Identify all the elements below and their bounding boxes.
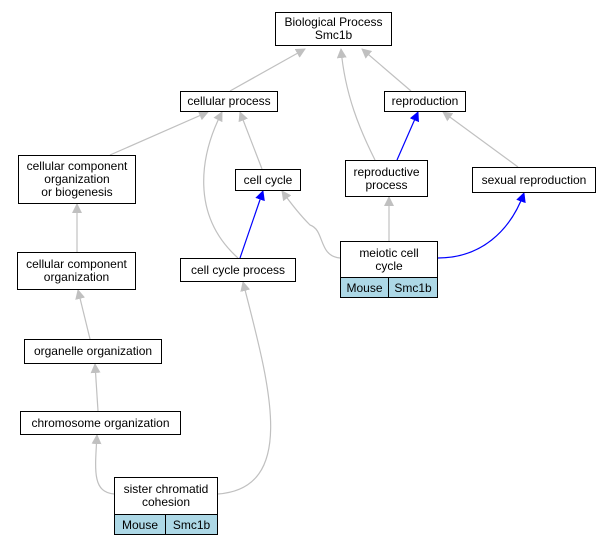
node-sister-chromatid-cohesion[interactable]: sister chromatid cohesion (114, 477, 218, 514)
gene-tag: Smc1b (166, 514, 218, 535)
node-sexual-reproduction[interactable]: sexual reproduction (472, 167, 596, 193)
node-organelle-organization[interactable]: organelle organization (24, 339, 162, 364)
meiotic-tag-row: Mouse Smc1b (340, 277, 438, 298)
node-cellular-component-organization[interactable]: cellular component organization (17, 252, 136, 290)
edge-reproduction-to-bp (361, 48, 412, 92)
edge-sexual-reproduction-to-reproduction (442, 111, 519, 168)
node-cell-cycle-process[interactable]: cell cycle process (180, 258, 296, 282)
node-cellular-component-organization-or-biogenesis[interactable]: cellular component organization or bioge… (18, 155, 136, 204)
sister-tag-row: Mouse Smc1b (114, 514, 218, 535)
edge-sister-to-ccp (217, 281, 272, 495)
node-reproductive-process[interactable]: reproductive process (345, 160, 428, 197)
edge-meiotic-to-cell-cycle (281, 190, 341, 259)
node-biological-process[interactable]: Biological Process Smc1b (275, 12, 392, 46)
edge-meiotic-to-sexual-reproduction (437, 192, 526, 259)
organism-tag: Mouse (340, 277, 389, 298)
edge-ccp-to-cell-cycle (239, 190, 265, 259)
edge-reproductive-process-to-reproduction (396, 111, 419, 161)
node-cellular-process[interactable]: cellular process (180, 91, 278, 112)
node-chromosome-organization[interactable]: chromosome organization (20, 411, 181, 435)
organism-tag: Mouse (114, 514, 166, 535)
edge-cellular-process-to-bp (229, 48, 306, 92)
edge-chromosome-to-organelle (90, 363, 101, 412)
edge-sister-to-chromosome (91, 434, 115, 495)
node-meiotic-cell-cycle[interactable]: meiotic cell cycle (340, 241, 438, 277)
edge-reproductive-process-to-bp (336, 48, 376, 161)
edge-ccp-to-cellular-process (203, 111, 239, 259)
edge-cell-cycle-to-cellular-process (238, 111, 263, 170)
node-reproduction[interactable]: reproduction (384, 91, 466, 112)
node-cell-cycle[interactable]: cell cycle (235, 169, 301, 191)
gene-tag: Smc1b (389, 277, 438, 298)
edge-organelle-to-cco (75, 289, 91, 340)
edge-ccob-to-cellular-process (109, 111, 209, 156)
